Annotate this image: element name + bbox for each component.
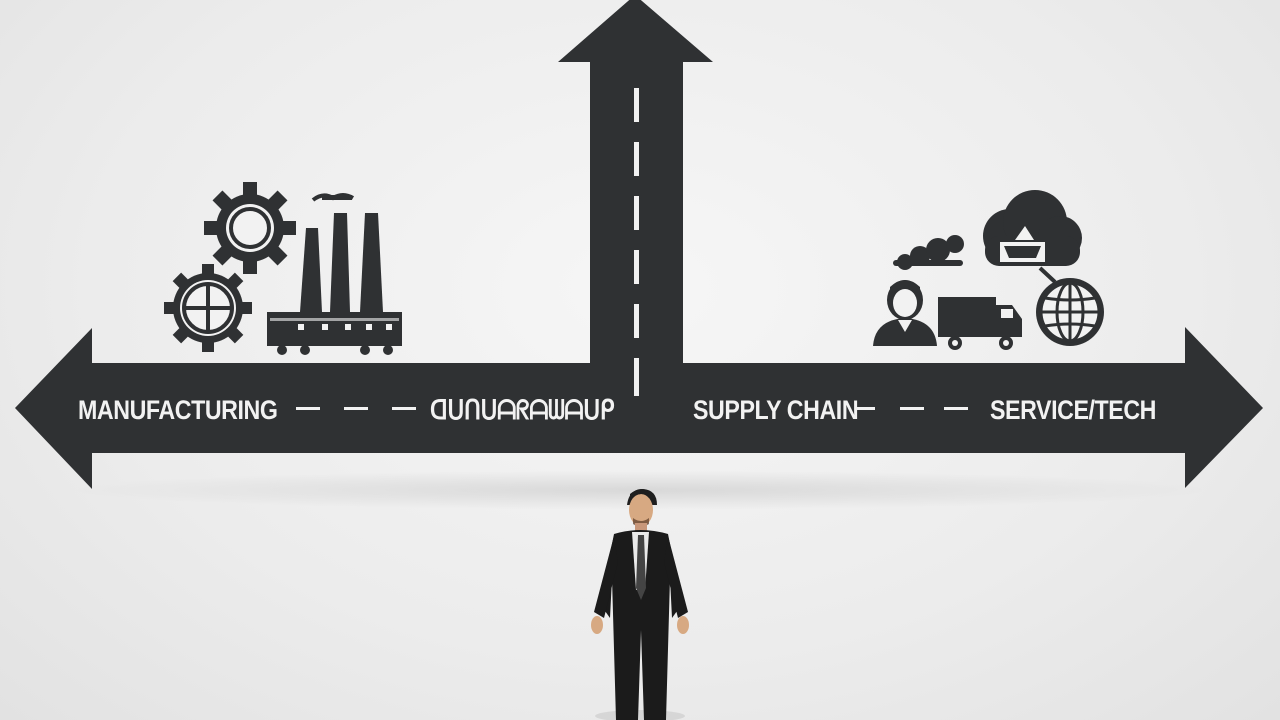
middle-road-label: ᗡᑌᑎᑌᗩᖇᗩᗯᗩᑌᑭ — [430, 395, 614, 425]
vertical-road-arrow — [558, 0, 713, 363]
businessman-figure — [591, 489, 689, 720]
smoke-icon — [893, 235, 964, 270]
cloud-icon — [983, 190, 1082, 284]
vertical-road-dashes — [634, 88, 639, 396]
truck-icon — [938, 297, 1022, 350]
person-icon — [873, 280, 937, 346]
factory-icon — [267, 193, 402, 355]
horizontal-road-arrow — [15, 327, 1263, 489]
service-tech-label: SERVICE/TECH — [990, 395, 1157, 425]
globe-icon — [1036, 278, 1104, 346]
manufacturing-label: MANUFACTURING — [78, 395, 278, 425]
horizontal-road-dashes — [296, 407, 968, 410]
gear-icon — [204, 182, 296, 274]
supply-chain-label: SUPPLY CHAIN — [693, 395, 859, 425]
gear-icon — [164, 264, 252, 352]
